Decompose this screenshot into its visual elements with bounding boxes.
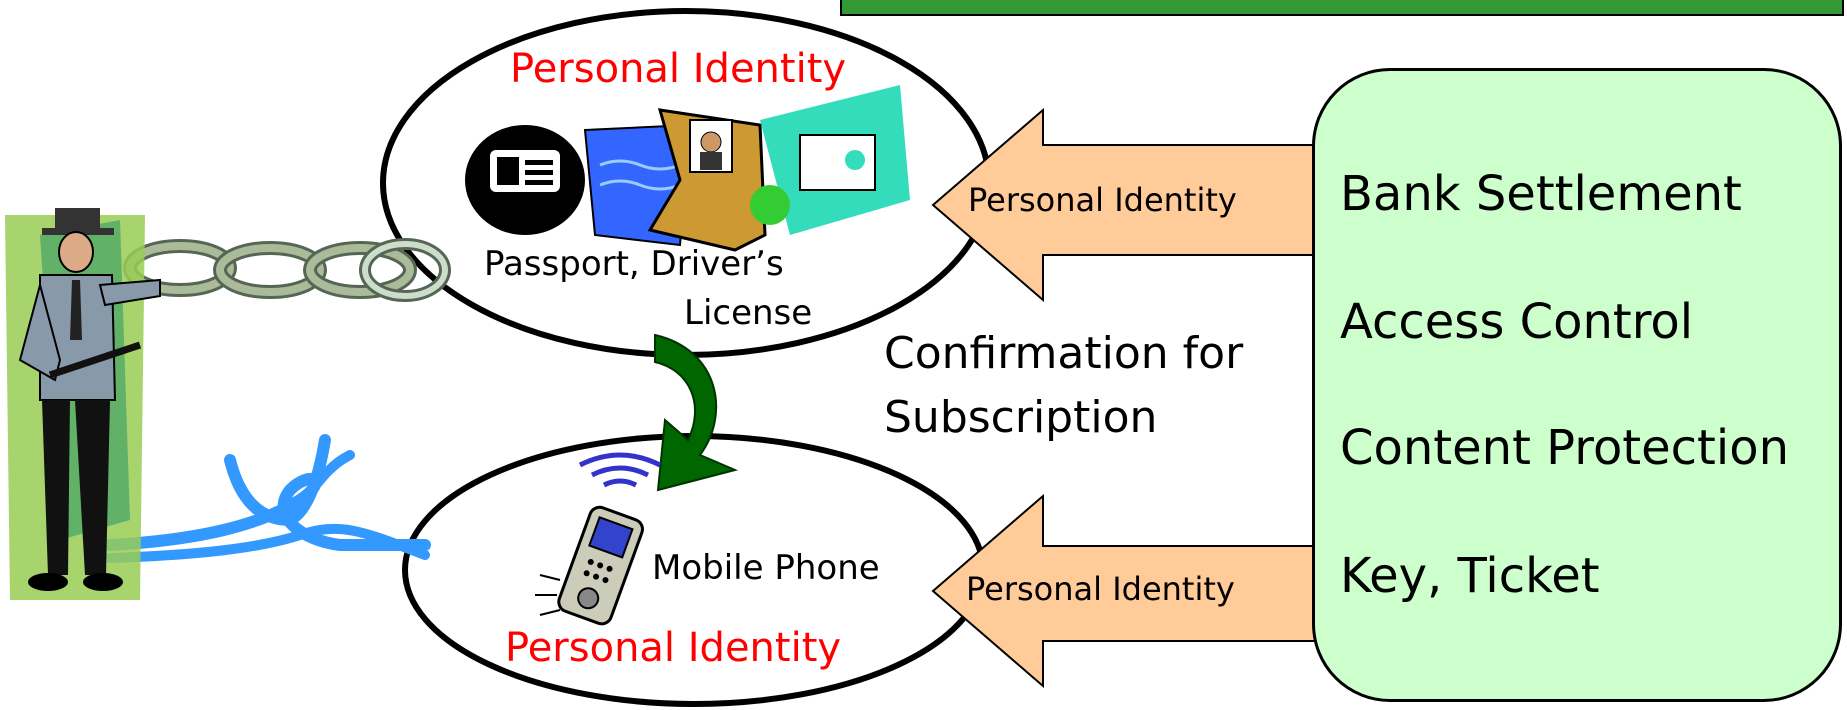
services-panel xyxy=(1312,68,1842,702)
confirmation-line1: Confirmation for xyxy=(884,328,1244,379)
confirmation-line2: Subscription xyxy=(884,392,1158,443)
mobile-phone-icon xyxy=(535,452,662,626)
top-identity-title: Personal Identity xyxy=(510,46,847,92)
arrow-top-label: Personal Identity xyxy=(968,181,1237,219)
documents-label-line2: License xyxy=(684,293,813,333)
bottom-identity-title: Personal Identity xyxy=(505,625,842,671)
phone-label: Mobile Phone xyxy=(652,548,880,588)
service-item: Access Control xyxy=(1340,294,1694,350)
person-illustration xyxy=(5,208,161,600)
id-documents-icon xyxy=(465,85,910,252)
documents-label-line1: Passport, Driver’s xyxy=(484,244,784,284)
rope-knot-icon xyxy=(104,434,431,563)
arrow-bottom-label: Personal Identity xyxy=(966,570,1235,608)
arrow-top xyxy=(931,107,1321,303)
service-item: Key, Ticket xyxy=(1340,548,1600,604)
service-item: Bank Settlement xyxy=(1340,166,1742,222)
curved-arrow xyxy=(654,333,739,492)
arrow-bottom xyxy=(931,493,1321,689)
chain-icon xyxy=(123,238,451,302)
service-item: Content Protection xyxy=(1340,420,1789,476)
top-banner xyxy=(840,0,1844,16)
